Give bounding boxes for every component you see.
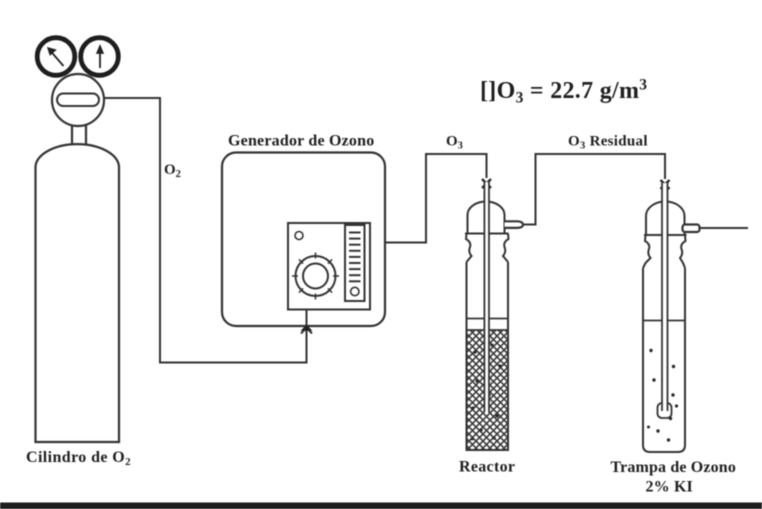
svg-text:[]O3 = 22.7 g/m3: []O3 = 22.7 g/m3 <box>480 77 647 107</box>
svg-text:Cilindro de O2: Cilindro de O2 <box>26 449 131 468</box>
svg-text:2% KI: 2% KI <box>646 479 693 496</box>
svg-text:O3 Residual: O3 Residual <box>568 134 648 152</box>
svg-text:Trampa de Ozono: Trampa de Ozono <box>611 459 737 476</box>
svg-text:Generador de Ozono: Generador de Ozono <box>228 133 374 150</box>
svg-text:Reactor: Reactor <box>459 459 515 476</box>
